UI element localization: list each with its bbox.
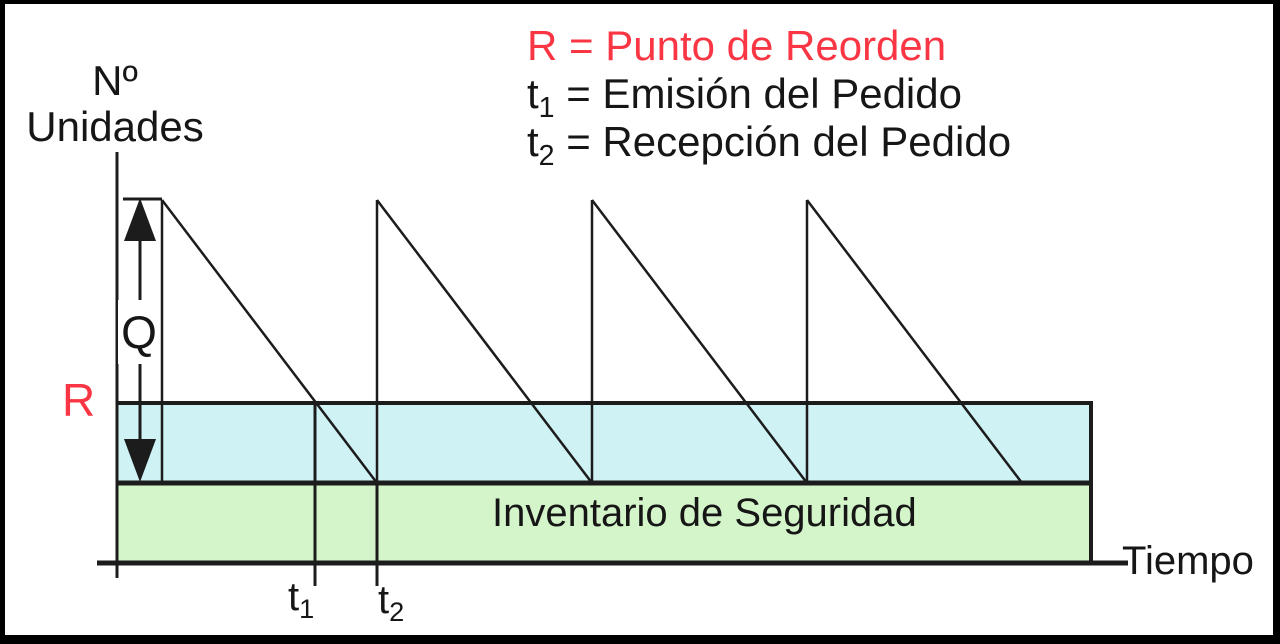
legend-symbol-subscript: 2 [538,139,555,172]
legend: R = Punto de Reorden t1 = Emisión del Pe… [527,22,1012,170]
legend-text: = Punto de Reorden [557,22,947,69]
legend-text: = Recepción del Pedido [554,118,1012,165]
safety-stock-band-label: Inventario de Seguridad [492,491,917,535]
t2-tick-label: t2 [378,577,404,625]
order-quantity-label: Q [118,300,160,364]
legend-text: = Emisión del Pedido [554,70,962,117]
reorder-level-label: R [62,374,96,426]
legend-symbol: t [527,70,539,117]
t1-tick-label: t1 [288,574,314,622]
y-axis-label: Nº Unidades [15,58,215,150]
y-axis-label-line1: Nº [92,57,138,104]
t1-symbol: t [288,575,300,619]
t1-subscript: 1 [299,593,315,625]
t2-subscript: 2 [389,596,405,628]
legend-symbol: t [527,118,539,165]
legend-item-order-emission: t1 = Emisión del Pedido [527,70,1011,122]
t2-symbol: t [378,578,390,622]
legend-symbol-subscript: 1 [538,91,555,124]
legend-symbol: R [527,22,558,69]
x-axis-label: Tiempo [1122,539,1254,583]
y-axis-label-line2: Unidades [26,103,204,150]
legend-item-order-reception: t2 = Recepción del Pedido [527,118,1012,170]
legend-item-reorder-point: R = Punto de Reorden [527,22,1011,70]
